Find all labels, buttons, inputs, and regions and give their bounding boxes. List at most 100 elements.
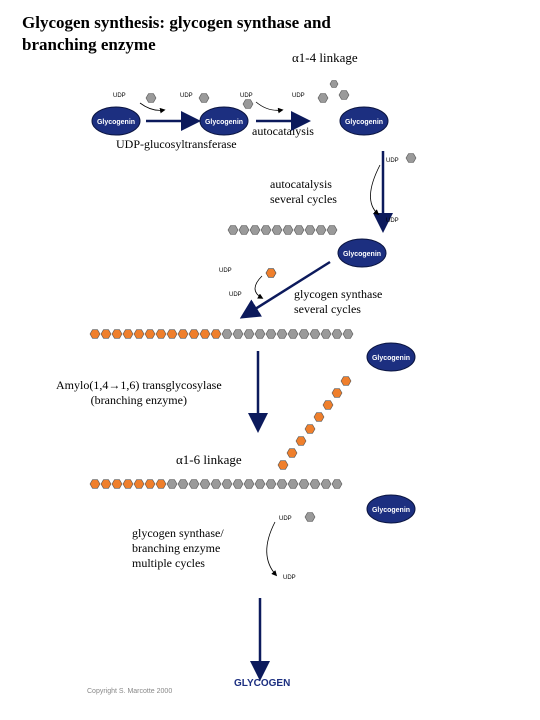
main-chain-gray — [265, 479, 277, 489]
glucose-chain-orange — [133, 329, 145, 339]
udp-glucose-hexagon-3 — [304, 512, 316, 522]
glucose-chain-orange — [111, 329, 123, 339]
main-chain-gray — [243, 479, 255, 489]
glycogenin-node-2 — [199, 106, 249, 136]
main-chain-gray — [166, 479, 178, 489]
glucose-chain-gray — [315, 225, 327, 235]
udp-glucose-hexagon-2 — [405, 153, 417, 163]
glucose-chain-gray — [249, 225, 261, 235]
main-chain-gray — [287, 479, 299, 489]
main-chain-gray — [320, 479, 332, 489]
udp-glucose-hexagon — [145, 93, 157, 103]
glucose-chain-gray-2 — [298, 329, 310, 339]
main-chain-gray — [210, 479, 222, 489]
glucose-chain-orange — [89, 329, 101, 339]
glucose-chain-gray — [238, 225, 250, 235]
orange-glucose-hexagon — [265, 268, 277, 278]
glucose-chain-orange — [100, 329, 112, 339]
glycogenin-label: Glycogenin — [205, 119, 243, 126]
main-chain-gray — [276, 479, 288, 489]
glucose-chain-orange — [188, 329, 200, 339]
main-chain-gray — [188, 479, 200, 489]
glycogenin-node-3 — [339, 106, 389, 136]
main-chain-orange — [89, 479, 101, 489]
glucose-chain-gray-2 — [309, 329, 321, 339]
glucose-chain-gray-2 — [221, 329, 233, 339]
glucose-chain-gray-2 — [331, 329, 343, 339]
glycogen-synthase-several-cycles-label: glycogen synthase several cycles — [294, 287, 383, 316]
main-chain-gray — [309, 479, 321, 489]
main-chain-gray — [331, 479, 343, 489]
glucose-chain-gray-2 — [243, 329, 255, 339]
glucose-transfer-curve-2 — [255, 101, 284, 114]
main-chain-gray — [254, 479, 266, 489]
glucose-chain-gray-2 — [342, 329, 354, 339]
glycogenin-node-4 — [337, 238, 387, 268]
glucose-chain-gray — [304, 225, 316, 235]
glycogenin-label: Glycogenin — [97, 119, 135, 126]
alpha14-glucose-2 — [338, 90, 350, 100]
final-curve — [266, 521, 278, 577]
udp-label: UDP — [386, 218, 399, 224]
glucose-chain-orange — [210, 329, 222, 339]
glucose-transfer-curve-1 — [139, 102, 166, 114]
glucose-chain-gray-2 — [265, 329, 277, 339]
glucose-chain-gray-2 — [232, 329, 244, 339]
alpha14-glucose-1 — [329, 80, 339, 88]
main-chain-gray — [177, 479, 189, 489]
glycogen-product-label: GLYCOGEN — [234, 678, 291, 689]
released-glucose-hexagon-2 — [317, 93, 329, 103]
main-chain-gray — [232, 479, 244, 489]
udp-label: UDP — [180, 93, 193, 99]
glycogenin-label: Glycogenin — [372, 507, 410, 514]
glycogenin-label: Glycogenin — [345, 119, 383, 126]
branch-chain-orange — [286, 448, 298, 458]
udp-label: UDP — [219, 268, 232, 274]
glucose-chain-gray — [326, 225, 338, 235]
main-chain-orange — [133, 479, 145, 489]
branch-chain-orange — [304, 424, 316, 434]
autocatalysis-several-cycles-label: autocatalysis several cycles — [270, 177, 337, 206]
glycogenin-node-1 — [91, 106, 141, 136]
gs-branching-multiple-cycles-label: glycogen synthase/ branching enzyme mult… — [132, 526, 224, 570]
branch-chain-orange — [277, 460, 289, 470]
main-chain-gray — [199, 479, 211, 489]
main-chain-orange — [100, 479, 112, 489]
branching-enzyme-label: Amylo(1,4→1,6) transglycosylase (branchi… — [56, 378, 222, 407]
autocatalysis-curve — [370, 164, 381, 216]
glucose-chain-gray-2 — [276, 329, 288, 339]
diagram-title: Glycogen synthesis: glycogen synthase an… — [22, 13, 331, 54]
branch-chain-orange — [313, 412, 325, 422]
alpha-1-6-linkage-label: α1-6 linkage — [176, 452, 242, 467]
synthase-curve — [254, 275, 264, 299]
glucose-chain-orange — [122, 329, 134, 339]
glucose-chain-orange — [155, 329, 167, 339]
glucose-chain-gray — [271, 225, 283, 235]
attached-glucose-hexagon — [242, 99, 254, 109]
udp-label: UDP — [113, 93, 126, 99]
main-chain-orange — [144, 479, 156, 489]
glucose-chain-gray — [227, 225, 239, 235]
glycogenin-label: Glycogenin — [343, 251, 381, 258]
udp-label: UDP — [283, 575, 296, 581]
released-glucose-hexagon — [198, 93, 210, 103]
alpha-1-4-linkage-label: α1-4 linkage — [292, 50, 358, 65]
main-chain-orange — [122, 479, 134, 489]
main-chain-orange — [111, 479, 123, 489]
udp-label: UDP — [279, 516, 292, 522]
main-chain-orange — [155, 479, 167, 489]
glycogenin-label: Glycogenin — [372, 355, 410, 362]
udp-label: UDP — [386, 158, 399, 164]
glycogen-synthase-arrow — [239, 260, 331, 319]
glucose-chain-gray — [260, 225, 272, 235]
glucose-chain-orange — [144, 329, 156, 339]
glucose-chain-gray-2 — [254, 329, 266, 339]
glucose-chain-gray-2 — [320, 329, 332, 339]
udp-glucosyltransferase-label: UDP-glucosyltransferase — [116, 137, 237, 151]
glucose-chain-orange — [166, 329, 178, 339]
udp-label: UDP — [240, 93, 253, 99]
branch-chain-orange — [295, 436, 307, 446]
branch-chain-orange — [331, 388, 343, 398]
copyright-note: Copyright S. Marcotte 2000 — [87, 688, 173, 695]
